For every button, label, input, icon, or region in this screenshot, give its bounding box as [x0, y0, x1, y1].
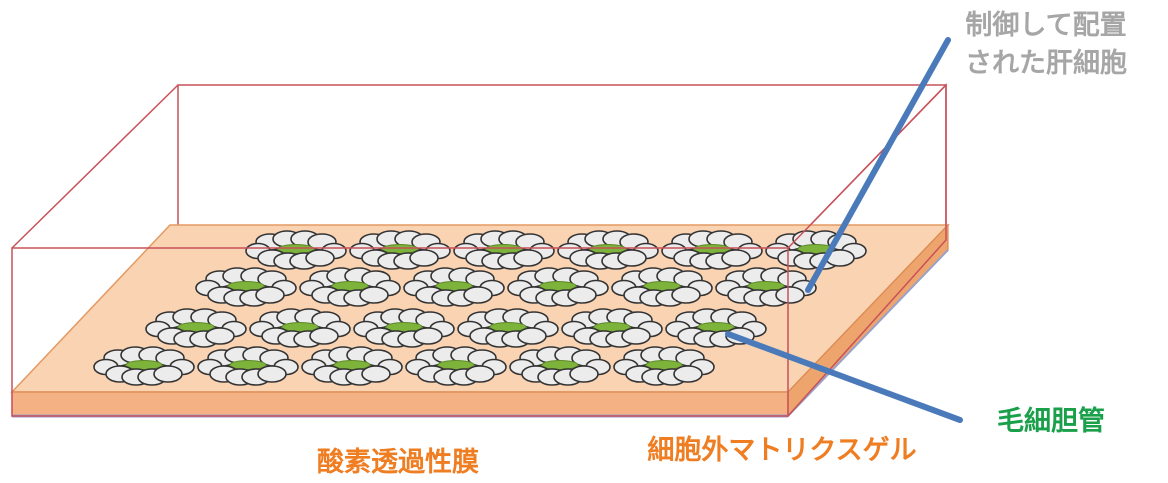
hepatocyte-cluster	[557, 230, 659, 270]
hepatocyte-cluster	[299, 267, 401, 307]
bile-canaliculus-label: 毛細胆管	[997, 406, 1105, 437]
hepatocyte-cluster	[715, 267, 817, 307]
hepatocyte-cluster	[353, 308, 455, 348]
hepatocyte-cluster	[197, 346, 299, 386]
hepatocyte-cluster	[195, 267, 297, 307]
hepatocyte-cluster	[561, 308, 663, 348]
hepatocyte-cluster	[93, 346, 195, 386]
hepatocyte-cluster	[245, 230, 347, 270]
hepatocyte-cluster	[301, 346, 403, 386]
chamber-back-edges	[11, 84, 947, 249]
hepatocyte-cluster	[349, 230, 451, 270]
hepatocytes-label-line1: 制御して配置	[965, 10, 1126, 41]
hepatocyte-cluster	[457, 308, 559, 348]
canaliculus-callout-line	[725, 331, 963, 423]
hepatocyte-cluster	[453, 230, 555, 270]
ecm-gel-label: 細胞外マトリクスゲル	[647, 435, 916, 466]
hepatocyte-cluster	[611, 267, 713, 307]
gel-front-side	[11, 391, 789, 417]
hepatocyte-cluster	[507, 267, 609, 307]
chamber-back-face	[177, 84, 947, 241]
oxygen-membrane-label: 酸素透過性膜	[317, 447, 479, 478]
hepatocyte-cluster	[509, 346, 611, 386]
hepatocyte-cluster	[405, 346, 507, 386]
hepatocyte-cluster	[613, 346, 715, 386]
callout-lines	[725, 37, 963, 423]
chamber-front-edges	[11, 83, 947, 417]
hepatocytes-label-line2: された肝細胞	[965, 48, 1127, 79]
hepatocyte-cluster	[765, 230, 867, 270]
hepatocyte-cluster	[145, 308, 247, 348]
hepatocyte-cluster	[661, 230, 763, 270]
hepatocyte-callout-line	[805, 37, 951, 293]
hepatocyte-cluster	[403, 267, 505, 307]
hepatocyte-cluster	[249, 308, 351, 348]
